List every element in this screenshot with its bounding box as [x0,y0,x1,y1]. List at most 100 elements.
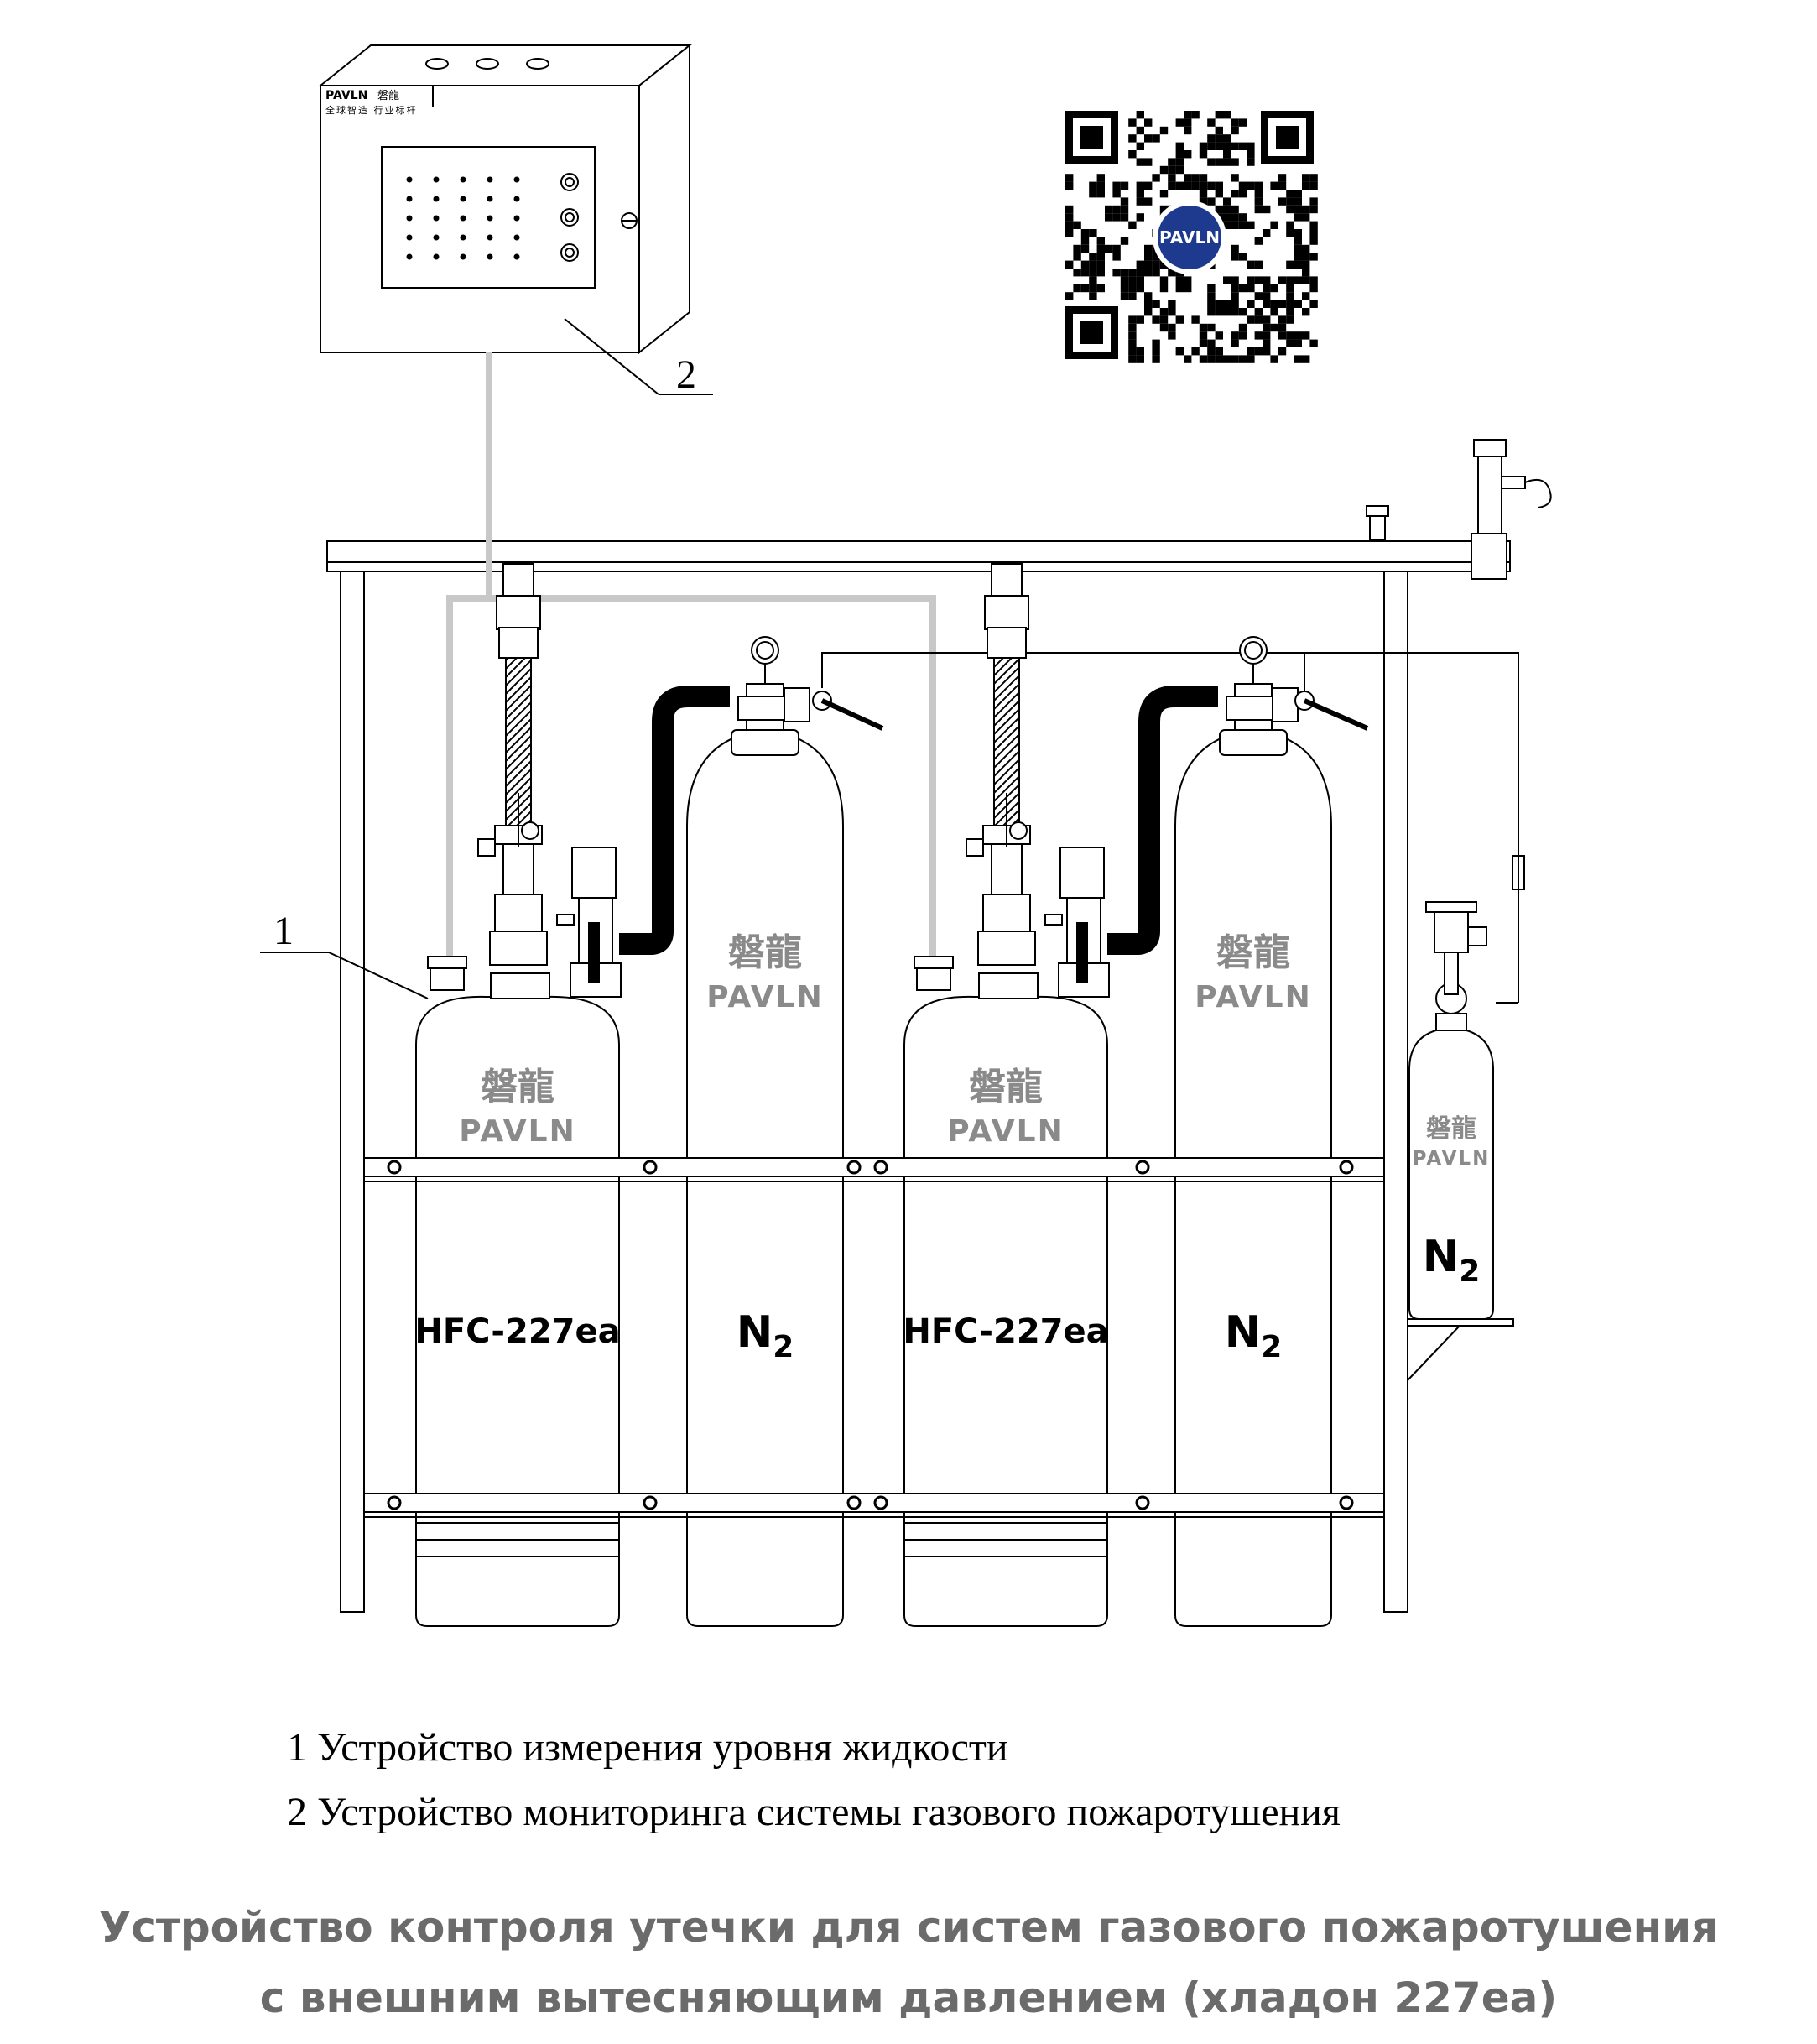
qr-module [1254,331,1263,340]
qr-module [1152,253,1160,261]
indicator-led [406,253,413,260]
monitoring-panel [318,43,692,355]
qr-module [1136,355,1144,363]
qr-module [1096,244,1105,253]
qr-module [1159,165,1169,175]
callout-1-label: 1 [273,909,294,953]
qr-module [1065,229,1074,237]
qr-module [1159,315,1169,324]
qr-module [1238,213,1247,222]
qr-module [1152,315,1160,324]
n2-pilot-cylinder [1408,901,1494,1320]
qr-module [1254,308,1263,316]
qr-module [1105,205,1113,214]
qr-module [1231,355,1239,363]
qr-module [1302,213,1310,222]
qr-module [1191,347,1200,356]
qr-module [1309,253,1318,261]
qr-module [1286,197,1294,206]
qr-module [1073,244,1081,253]
qr-module [1286,260,1294,269]
qr-module [1184,150,1192,159]
qr-module [1215,190,1223,198]
qr-module [1231,190,1239,198]
qr-module [1089,229,1097,237]
indicator-led [433,234,440,241]
strap-bolt [387,1495,402,1510]
qr-module [1309,221,1318,229]
strap-bolt [846,1160,862,1175]
qr-module [1278,197,1287,206]
qr-module [1065,213,1074,222]
legend-item-2: 2 Устройство мониторинга системы газовог… [287,1789,1341,1835]
qr-module [1231,221,1239,229]
n2-valve-1 [737,636,884,731]
qr-module [1223,205,1231,214]
qr-module [1286,205,1294,214]
qr-module [1309,276,1318,284]
qr-module [1175,158,1184,166]
qr-logo-text: PAVLN [1159,227,1220,248]
qr-module [1270,323,1278,332]
callout-2-leader [564,318,713,395]
qr-module [1152,260,1160,269]
qr-module [1247,181,1255,190]
qr-module [1231,213,1239,222]
qr-module [1128,339,1137,347]
strap-bolt [873,1495,888,1510]
qr-code [1064,109,1318,363]
qr-module [1089,181,1097,190]
qr-module [1207,355,1216,363]
qr-module [1254,197,1263,206]
agent-cyl-1-brand-cn: 磐龍 [481,1066,554,1108]
legend-item-1: 1 Устройство измерения уровня жидкости [287,1724,1008,1770]
qr-module [1159,190,1169,198]
qr-module [1136,181,1144,190]
qr-module [1238,355,1247,363]
indicator-led [513,176,520,183]
qr-module [1309,205,1318,214]
qr-module [1168,181,1176,190]
qr-module [1120,205,1129,214]
indicator-led [433,196,440,202]
qr-module [1254,190,1263,198]
qr-module [1112,244,1121,253]
qr-module [1254,205,1263,214]
qr-module [1080,229,1090,237]
indicator-led [460,234,466,241]
qr-module [1199,339,1208,347]
qr-module [1144,253,1153,261]
legend-item-2-text: Устройство мониторинга системы газового … [317,1790,1341,1834]
qr-module [1096,253,1105,261]
qr-module [1247,260,1255,269]
qr-module [1309,339,1318,347]
qr-module [1286,308,1294,316]
signal-cable [446,352,936,972]
qr-module [1175,142,1184,150]
manifold-frame [326,439,1552,1613]
qr-module [1247,284,1255,293]
qr-module [1144,269,1153,277]
qr-module [1159,308,1169,316]
callout-2-label: 2 [676,352,696,397]
qr-module [1144,134,1153,143]
qr-module [1191,315,1200,324]
qr-module [1089,284,1097,293]
qr-module [1247,221,1255,229]
qr-module [1136,197,1144,206]
qr-module [1270,300,1278,308]
qr-module [1128,118,1137,127]
qr-module [1128,323,1137,332]
qr-module [1136,269,1144,277]
qr-module [1128,134,1137,143]
qr-module [1278,276,1287,284]
qr-module [1223,197,1231,206]
qr-module [1207,308,1216,316]
qr-module [1168,308,1176,316]
qr-module [1136,142,1144,150]
qr-module [1286,284,1294,293]
qr-module [1152,339,1160,347]
qr-module [1120,284,1129,293]
n2-hose-1 [619,686,730,955]
